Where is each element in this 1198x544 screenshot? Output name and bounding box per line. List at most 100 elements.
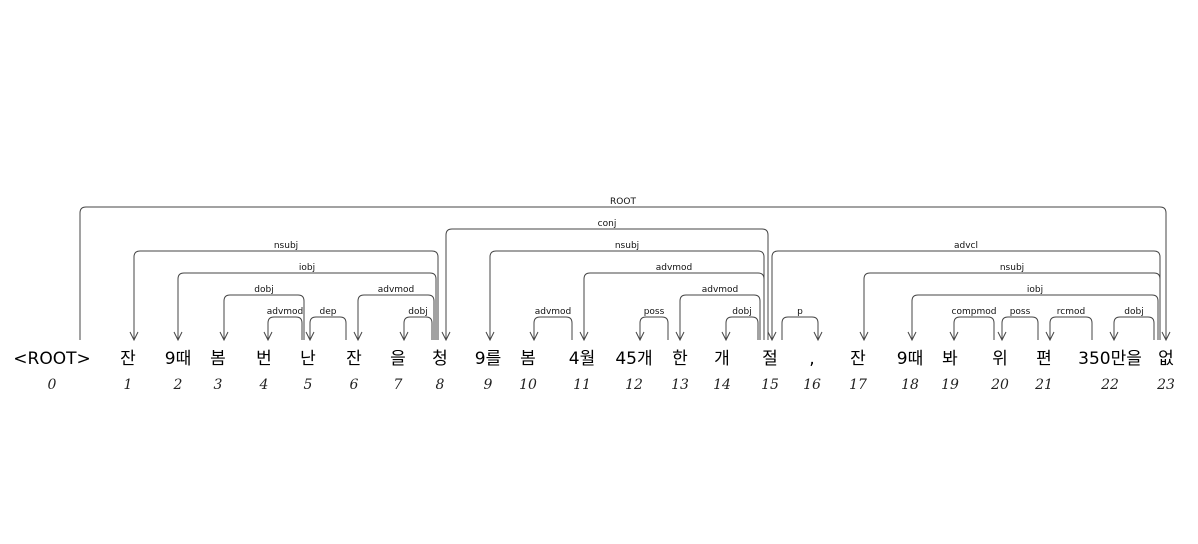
arc-line	[309, 316, 347, 340]
arc-advcl-23-15: advcl	[767, 241, 1161, 342]
token-word: 없	[1158, 349, 1174, 369]
arrowhead-icon	[263, 331, 273, 342]
arc-label: advmod	[702, 285, 739, 295]
arrowhead-icon	[353, 331, 363, 342]
token-index: 15	[761, 377, 779, 393]
token-index: 3	[214, 377, 223, 393]
token-word: 개	[714, 349, 730, 369]
token-index: 10	[519, 377, 537, 393]
arc-line	[583, 272, 765, 340]
arrowhead-icon	[485, 331, 495, 342]
arc-ROOT-0-23: ROOT	[79, 197, 1171, 342]
arc-compmod-20-19: compmod	[949, 307, 997, 342]
arc-dep-6-5: dep	[305, 307, 347, 342]
arc-nsubj-23-17: nsubj	[859, 263, 1161, 342]
arrowhead-icon	[1045, 331, 1055, 342]
token-word: 번	[256, 349, 272, 369]
tokens: <ROOT>0잔19때2봄3번4난5잔6을7청89를9봄104월1145개12한…	[13, 349, 1175, 393]
token-word: 봄	[520, 349, 536, 369]
arc-line	[1001, 316, 1039, 340]
arc-label: advmod	[378, 285, 415, 295]
arc-poss-13-12: poss	[635, 307, 669, 342]
token-index: 11	[573, 377, 591, 393]
arrowhead-icon	[997, 331, 1007, 342]
arc-dobj-5-3: dobj	[219, 285, 305, 342]
token-index: 17	[849, 377, 867, 393]
arrowhead-icon	[721, 331, 731, 342]
arrowhead-icon	[859, 331, 869, 342]
arc-line	[679, 294, 761, 340]
arc-line	[489, 250, 765, 340]
token-index: 22	[1100, 377, 1119, 393]
arc-label: iobj	[1027, 285, 1043, 295]
arc-label: ROOT	[610, 197, 636, 207]
arc-label: dobj	[732, 307, 751, 317]
arrowhead-icon	[399, 331, 409, 342]
token-word: <ROOT>	[13, 349, 90, 369]
arc-line	[267, 316, 303, 340]
token-word: 45개	[615, 349, 652, 369]
token-index: 1	[124, 377, 133, 393]
token-word: 한	[672, 349, 688, 369]
arc-line	[911, 294, 1159, 340]
arc-label: dobj	[408, 307, 427, 317]
arc-advmod-8-6: advmod	[353, 285, 435, 342]
arc-line	[781, 316, 819, 340]
token-word: 4월	[569, 349, 595, 369]
arc-iobj-8-2: iobj	[173, 263, 437, 342]
arrowhead-icon	[675, 331, 685, 342]
token-index: 20	[990, 377, 1009, 393]
arc-nsubj-8-1: nsubj	[129, 241, 439, 342]
token-word: 봄	[210, 349, 226, 369]
arc-label: compmod	[952, 307, 997, 317]
arc-line	[1113, 316, 1155, 340]
arrowhead-icon	[907, 331, 917, 342]
arrowhead-icon	[129, 331, 139, 342]
arrowhead-icon	[767, 331, 777, 342]
arc-advmod-5-4: advmod	[263, 307, 303, 342]
arrowhead-icon	[173, 331, 183, 342]
arc-iobj-23-18: iobj	[907, 285, 1159, 342]
arc-line	[725, 316, 759, 340]
token-word: 9때	[897, 349, 923, 369]
token-word: 편	[1036, 349, 1052, 369]
arc-dobj-15-14: dobj	[721, 307, 759, 342]
arrowhead-icon	[529, 331, 539, 342]
arc-label: rcmod	[1057, 307, 1085, 317]
token-index: 6	[350, 377, 359, 393]
token-index: 18	[901, 377, 919, 393]
arrowhead-icon	[305, 331, 315, 342]
arc-label: advmod	[656, 263, 693, 273]
token-index: 21	[1034, 377, 1053, 393]
token-index: 13	[671, 377, 689, 393]
arc-label: poss	[644, 307, 665, 317]
arc-label: iobj	[299, 263, 315, 273]
arrowhead-icon	[635, 331, 645, 342]
token-index: 12	[625, 377, 643, 393]
token-index: 8	[436, 377, 445, 393]
arc-line	[863, 272, 1161, 340]
token-index: 23	[1156, 377, 1175, 393]
token-word: 난	[300, 349, 316, 369]
arc-label: dep	[320, 307, 337, 317]
arc-line	[771, 250, 1161, 340]
arrowhead-icon	[441, 331, 451, 342]
arc-label: dobj	[1124, 307, 1143, 317]
arc-p-15-16: p	[781, 307, 823, 342]
token-word: 잔	[346, 349, 362, 369]
token-index: 4	[259, 377, 269, 393]
arrowhead-icon	[1161, 331, 1171, 342]
arc-line	[133, 250, 439, 340]
token-index: 19	[941, 377, 959, 393]
token-word: 350만을	[1078, 349, 1142, 369]
token-word: 잔	[850, 349, 866, 369]
token-word: 청	[432, 349, 448, 369]
arc-line	[177, 272, 437, 340]
arc-line	[953, 316, 995, 340]
arc-line	[445, 228, 769, 340]
arrowhead-icon	[1109, 331, 1119, 342]
token-word: 잔	[120, 349, 136, 369]
arc-label: advmod	[535, 307, 572, 317]
